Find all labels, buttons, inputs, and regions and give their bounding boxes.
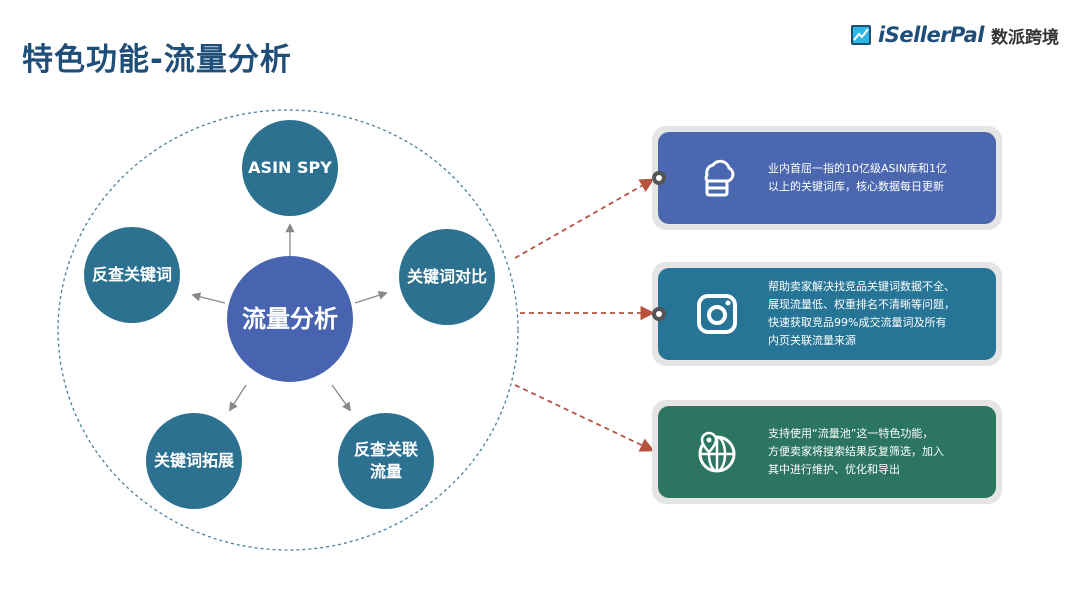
connector-card-1 (514, 178, 655, 259)
card-connector-dot (652, 307, 666, 321)
arrow-to-reverse-traffic (331, 384, 352, 412)
camera-icon (697, 294, 737, 334)
card-text-line: 帮助卖家解决找竞品关键词数据不全、 (768, 280, 955, 293)
node-keyword-expand: 关键词拓展 (146, 413, 242, 509)
feature-card-3: 支持使用“流量池”这一特色功能， 方便卖家将搜索结果反复筛选，加入 其中进行维护… (652, 400, 1002, 504)
node-traffic-analysis: 流量分析 (227, 256, 353, 382)
arrow-to-keyword-compare (354, 290, 388, 304)
feature-card-1: 业内首屈一指的10亿级ASIN库和1亿 以上的关键词库，核心数据每日更新 (652, 126, 1002, 230)
card-text-line: 以上的关键词库，核心数据每日更新 (768, 180, 944, 193)
feature-card-3-text: 支持使用“流量池”这一特色功能， 方便卖家将搜索结果反复筛选，加入 其中进行维护… (768, 406, 990, 498)
card-text-line: 支持使用“流量池”这一特色功能， (768, 427, 934, 440)
chart-logo-icon (851, 25, 871, 45)
arrow-to-keyword-expand (229, 384, 247, 412)
card-text-line: 快速获取竞品99%成交流量词及所有 (768, 316, 947, 329)
arrow-to-reverse-keyword (191, 292, 226, 304)
cloud-database-icon (704, 159, 735, 197)
feature-card-3-body: 支持使用“流量池”这一特色功能， 方便卖家将搜索结果反复筛选，加入 其中进行维护… (658, 406, 996, 498)
connector-card-3 (514, 384, 655, 452)
feature-card-2-body: 帮助卖家解决找竞品关键词数据不全、 展现流量低、权重排名不清晰等问题， 快速获取… (658, 268, 996, 360)
card-text-line: 展现流量低、权重排名不清晰等问题， (768, 298, 955, 311)
node-asin-spy: ASIN SPY (242, 120, 338, 216)
brand-name: iSellerPal (878, 23, 984, 47)
node-keyword-compare: 关键词对比 (399, 229, 495, 325)
card-text-line: 其中进行维护、优化和导出 (768, 463, 900, 476)
page-title: 特色功能-流量分析 (22, 42, 292, 78)
brand-logo: iSellerPal 数派跨境 (850, 20, 1059, 50)
card-connector-dot (652, 171, 666, 185)
globe-location-icon (698, 431, 736, 473)
feature-card-2-text: 帮助卖家解决找竞品关键词数据不全、 展现流量低、权重排名不清晰等问题， 快速获取… (768, 268, 990, 360)
feature-card-1-text: 业内首屈一指的10亿级ASIN库和1亿 以上的关键词库，核心数据每日更新 (768, 132, 990, 224)
feature-card-1-body: 业内首屈一指的10亿级ASIN库和1亿 以上的关键词库，核心数据每日更新 (658, 132, 996, 224)
card-text-line: 方便卖家将搜索结果反复筛选，加入 (768, 445, 944, 458)
card-text-line: 业内首屈一指的10亿级ASIN库和1亿 (768, 162, 947, 175)
outer-dashed-circle (57, 109, 519, 551)
brand-cn-name: 数派跨境 (990, 27, 1059, 48)
node-reverse-traffic: 反查关联流量 (338, 413, 434, 509)
node-reverse-keyword: 反查关键词 (84, 227, 180, 323)
feature-card-2: 帮助卖家解决找竞品关键词数据不全、 展现流量低、权重排名不清晰等问题， 快速获取… (652, 262, 1002, 366)
card-text-line: 内页关联流量来源 (768, 334, 856, 347)
